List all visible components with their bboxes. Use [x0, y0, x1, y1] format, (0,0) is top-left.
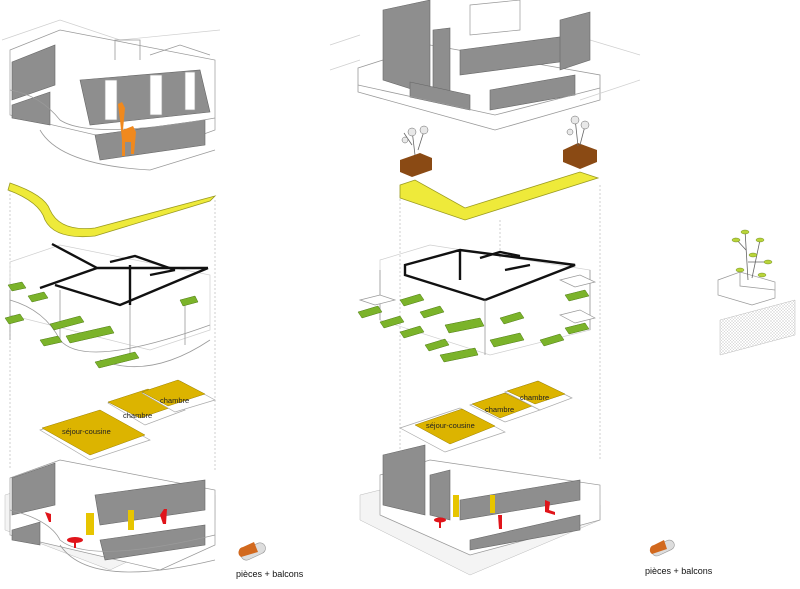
middle-building-bottom	[359, 444, 601, 576]
room-label-bedroom: chambre	[160, 396, 189, 405]
capsule-icon	[649, 539, 675, 557]
room-living	[41, 409, 146, 456]
room-bedroom	[506, 380, 566, 405]
left-structure	[4, 242, 211, 369]
left-room-plans: séjour-cousine chambre chambre	[39, 379, 216, 461]
middle-building-top	[329, 0, 641, 131]
legend-caption: pièces + balcons	[645, 566, 713, 576]
room-label-bedroom: chambre	[520, 393, 549, 402]
planter-left	[400, 125, 432, 177]
left-building-top	[1, 19, 221, 171]
room-label-bedroom: chambre	[485, 405, 514, 414]
left-building-bottom	[4, 459, 216, 573]
middle-roof-yellow	[399, 171, 601, 460]
right-planter-detail	[717, 229, 796, 356]
room-label-living: séjour-cousine	[62, 427, 111, 436]
room-bedroom	[141, 379, 206, 407]
left-legend: pièces + balcons	[236, 542, 304, 579]
giraffe-figure	[118, 102, 136, 156]
planters	[400, 115, 597, 177]
middle-structure	[357, 244, 597, 363]
legend-caption: pièces + balcons	[236, 569, 304, 579]
room-label-living: séjour-cousine	[426, 421, 475, 430]
middle-room-plans: séjour-cousine chambre chambre	[399, 380, 573, 453]
room-living	[414, 408, 496, 445]
capsule-icon	[238, 542, 266, 561]
room-label-bedroom: chambre	[123, 411, 152, 420]
table-chairs	[434, 500, 555, 529]
middle-legend: pièces + balcons	[645, 539, 713, 576]
planter-right	[563, 115, 597, 169]
table-chairs	[45, 509, 167, 548]
